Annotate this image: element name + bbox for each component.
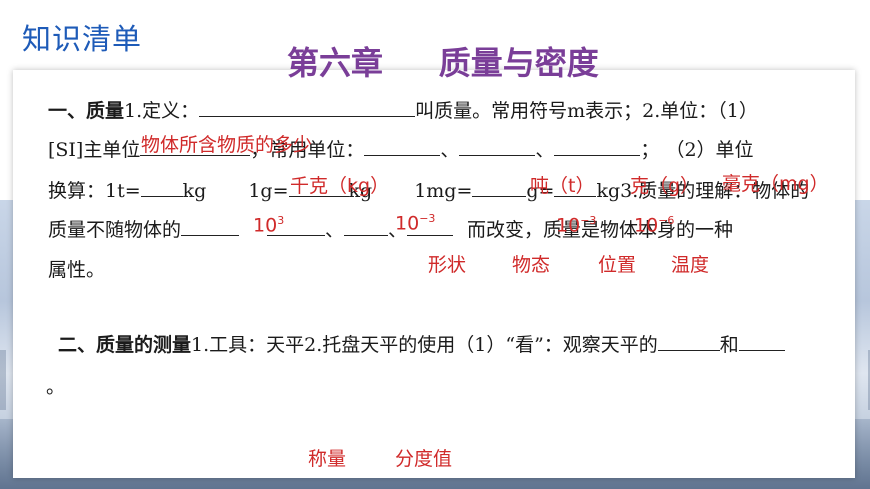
answer-conv-1: 103 <box>253 214 285 237</box>
part2-line1: 二、质量的测量1.工具：天平2.托盘天平的使用（1）“看”：观察天平的 和 <box>58 330 785 357</box>
blank-conv-3 <box>472 195 527 197</box>
answer-state: 物态 <box>512 254 551 276</box>
part1-line4: 质量不随物体的 、 、 而改变，质量是物体本身的一种 <box>48 215 733 242</box>
si-unit-label: [SI]主单位 <box>48 139 141 161</box>
part1-line5: 属性。 <box>48 259 106 281</box>
answer-ton: 吨（t） <box>530 175 595 197</box>
blank-shape <box>181 234 240 236</box>
blank-temperature <box>407 234 454 236</box>
answer-position: 位置 <box>598 254 637 276</box>
answer-range: 称量 <box>308 448 347 470</box>
conv-mg-label: 1mg= <box>414 180 473 202</box>
heading-measurement: 二、质量的测量 <box>58 334 192 356</box>
separator: 、 <box>440 139 460 161</box>
blank-conv-4 <box>554 195 597 197</box>
unit-kg: kg <box>348 180 373 202</box>
answer-kg: 千克（kg） <box>290 175 390 197</box>
unit-g: g= <box>526 180 555 202</box>
answer-conv-2: 10−3 <box>395 212 436 235</box>
blank-conv-1 <box>140 195 183 197</box>
line4-tail: 而改变，质量是物体本身的一种 <box>467 219 734 241</box>
chapter-title: 第六章 质量与密度 <box>287 44 599 82</box>
unit-kg: kg <box>182 180 207 202</box>
line4-lead: 质量不随物体的 <box>48 219 182 241</box>
line1-tail: 叫质量。常用符号m表示；2.单位：（1） <box>415 100 758 122</box>
line3-tail: kg3.质量的理解：物体的 <box>596 180 810 202</box>
conv-g-label: 1g= <box>248 180 289 202</box>
answer-mg: 毫克（mg） <box>722 173 829 195</box>
separator: 、 <box>388 219 408 241</box>
answer-definition: 物体所含物质的多少 <box>141 134 313 156</box>
separator: 、 <box>325 219 345 241</box>
blank-state <box>267 234 326 236</box>
part1-line2: [SI]主单位 ，常用单位： 、 、 ； （2）单位 <box>48 135 754 162</box>
conv-t-label: 换算：1t= <box>48 180 141 202</box>
blank-definition <box>199 115 416 117</box>
blank-unit-1 <box>364 154 441 156</box>
answer-conv-4: 10−6 <box>634 214 675 237</box>
blank-unit-2 <box>459 154 536 156</box>
answer-conv-3: 10−3 <box>556 214 597 237</box>
section-label: 知识清单 <box>22 22 143 56</box>
conjunction: 和 <box>719 334 739 356</box>
content-card <box>13 70 855 478</box>
blank-si-unit <box>140 154 251 156</box>
definition-label: 1.定义： <box>124 100 200 122</box>
answer-gram: 克（g） <box>630 175 700 197</box>
heading-mass: 一、质量 <box>48 100 125 122</box>
separator: 、 <box>535 139 555 161</box>
blank-division <box>738 349 785 351</box>
answer-division: 分度值 <box>395 448 453 470</box>
blank-range <box>657 349 720 351</box>
blank-position <box>344 234 389 236</box>
answer-temperature: 温度 <box>671 254 710 276</box>
blank-conv-2 <box>288 195 349 197</box>
blank-unit-3 <box>554 154 641 156</box>
part2-body: 1.工具：天平2.托盘天平的使用（1）“看”：观察天平的 <box>191 334 658 356</box>
line2-tail: ； （2）单位 <box>640 139 754 161</box>
part2-line2: 。 <box>46 376 66 398</box>
common-units-label: ，常用单位： <box>250 139 365 161</box>
top-strip <box>0 0 870 70</box>
answer-shape: 形状 <box>428 254 467 276</box>
part1-line1: 一、质量1.定义： 叫质量。常用符号m表示；2.单位：（1） <box>48 96 758 123</box>
part1-line3: 换算：1t= kg 1g= kg 1mg= g= kg3.质量的理解：物体的 <box>48 176 809 203</box>
